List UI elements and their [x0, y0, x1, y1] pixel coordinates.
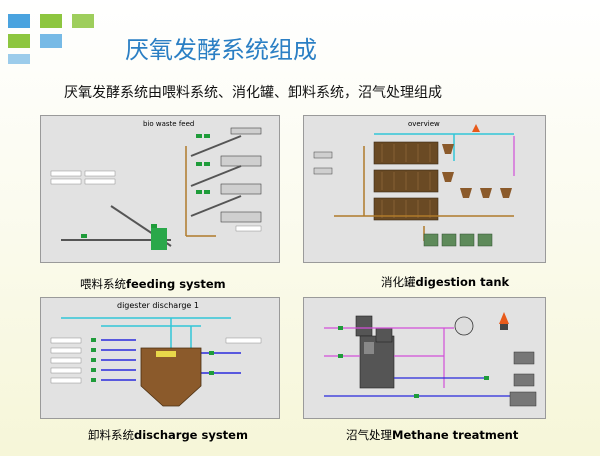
- digestion-tank-screenshot: overview: [303, 115, 546, 263]
- logo-square: [40, 14, 62, 28]
- caption-en: Methane treatment: [392, 428, 519, 442]
- methane-treatment-screenshot: [303, 297, 546, 419]
- digestion-tank-caption: 消化罐digestion tank: [381, 274, 509, 290]
- logo-square: [40, 34, 62, 48]
- screen-title: overview: [408, 120, 440, 128]
- slide-title: 厌氧发酵系统组成: [125, 36, 317, 64]
- logo-square: [8, 34, 30, 48]
- feeding-system-screenshot: bio waste feed: [40, 115, 280, 263]
- caption-cn: 消化罐: [381, 275, 416, 289]
- caption-en: discharge system: [134, 428, 248, 442]
- logo-square: [8, 54, 30, 64]
- logo-squares: [8, 14, 103, 66]
- logo-square: [72, 14, 94, 28]
- discharge-system-caption: 卸料系统discharge system: [88, 427, 248, 443]
- caption-cn: 喂料系统: [80, 277, 126, 291]
- discharge-system-screenshot: digester discharge 1: [40, 297, 280, 419]
- slide-subtitle: 厌氧发酵系统由喂料系统、消化罐、卸料系统，沼气处理组成: [64, 85, 442, 101]
- screen-title: bio waste feed: [143, 120, 194, 128]
- caption-cn: 卸料系统: [88, 428, 134, 442]
- feeding-system-caption: 喂料系统feeding system: [80, 276, 226, 292]
- methane-treatment-caption: 沼气处理Methane treatment: [346, 427, 518, 443]
- caption-en: digestion tank: [415, 275, 510, 289]
- caption-en: feeding system: [126, 277, 226, 291]
- screen-title: digester discharge 1: [117, 301, 199, 310]
- caption-cn: 沼气处理: [346, 428, 392, 442]
- logo-square: [8, 14, 30, 28]
